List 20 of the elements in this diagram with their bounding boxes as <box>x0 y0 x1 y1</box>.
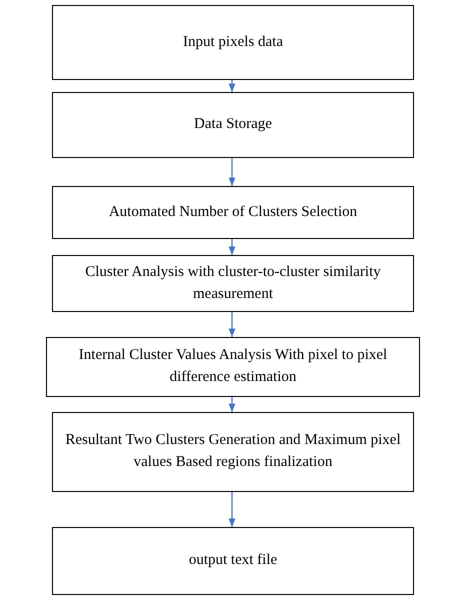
box-text: Data Storage <box>194 115 272 134</box>
process-box <box>52 412 414 492</box>
process-box <box>52 527 414 595</box>
box-text: Cluster Analysis with cluster-to-cluster similarity measurement <box>84 262 382 304</box>
process-box <box>52 255 414 312</box>
box-text: output text file <box>188 551 278 570</box>
box-text: Automated Number of Clusters Selection <box>108 202 358 222</box>
arrow <box>228 239 236 255</box>
arrow <box>228 312 236 337</box>
process-box <box>46 337 420 397</box>
arrow <box>228 80 236 92</box>
box-text: Resultant Two Clusters Generation and Maximum pixel values Based regions finalization <box>64 431 402 472</box>
box-text: Internal Cluster Values Analysis With pixel to pixel difference estimation <box>78 346 388 387</box>
arrow <box>228 492 236 527</box>
process-box <box>52 186 414 239</box>
process-box <box>52 92 414 158</box>
box-text: Input pixels data <box>183 32 283 52</box>
arrow <box>228 397 236 412</box>
process-box <box>52 5 414 80</box>
arrow <box>228 158 236 186</box>
